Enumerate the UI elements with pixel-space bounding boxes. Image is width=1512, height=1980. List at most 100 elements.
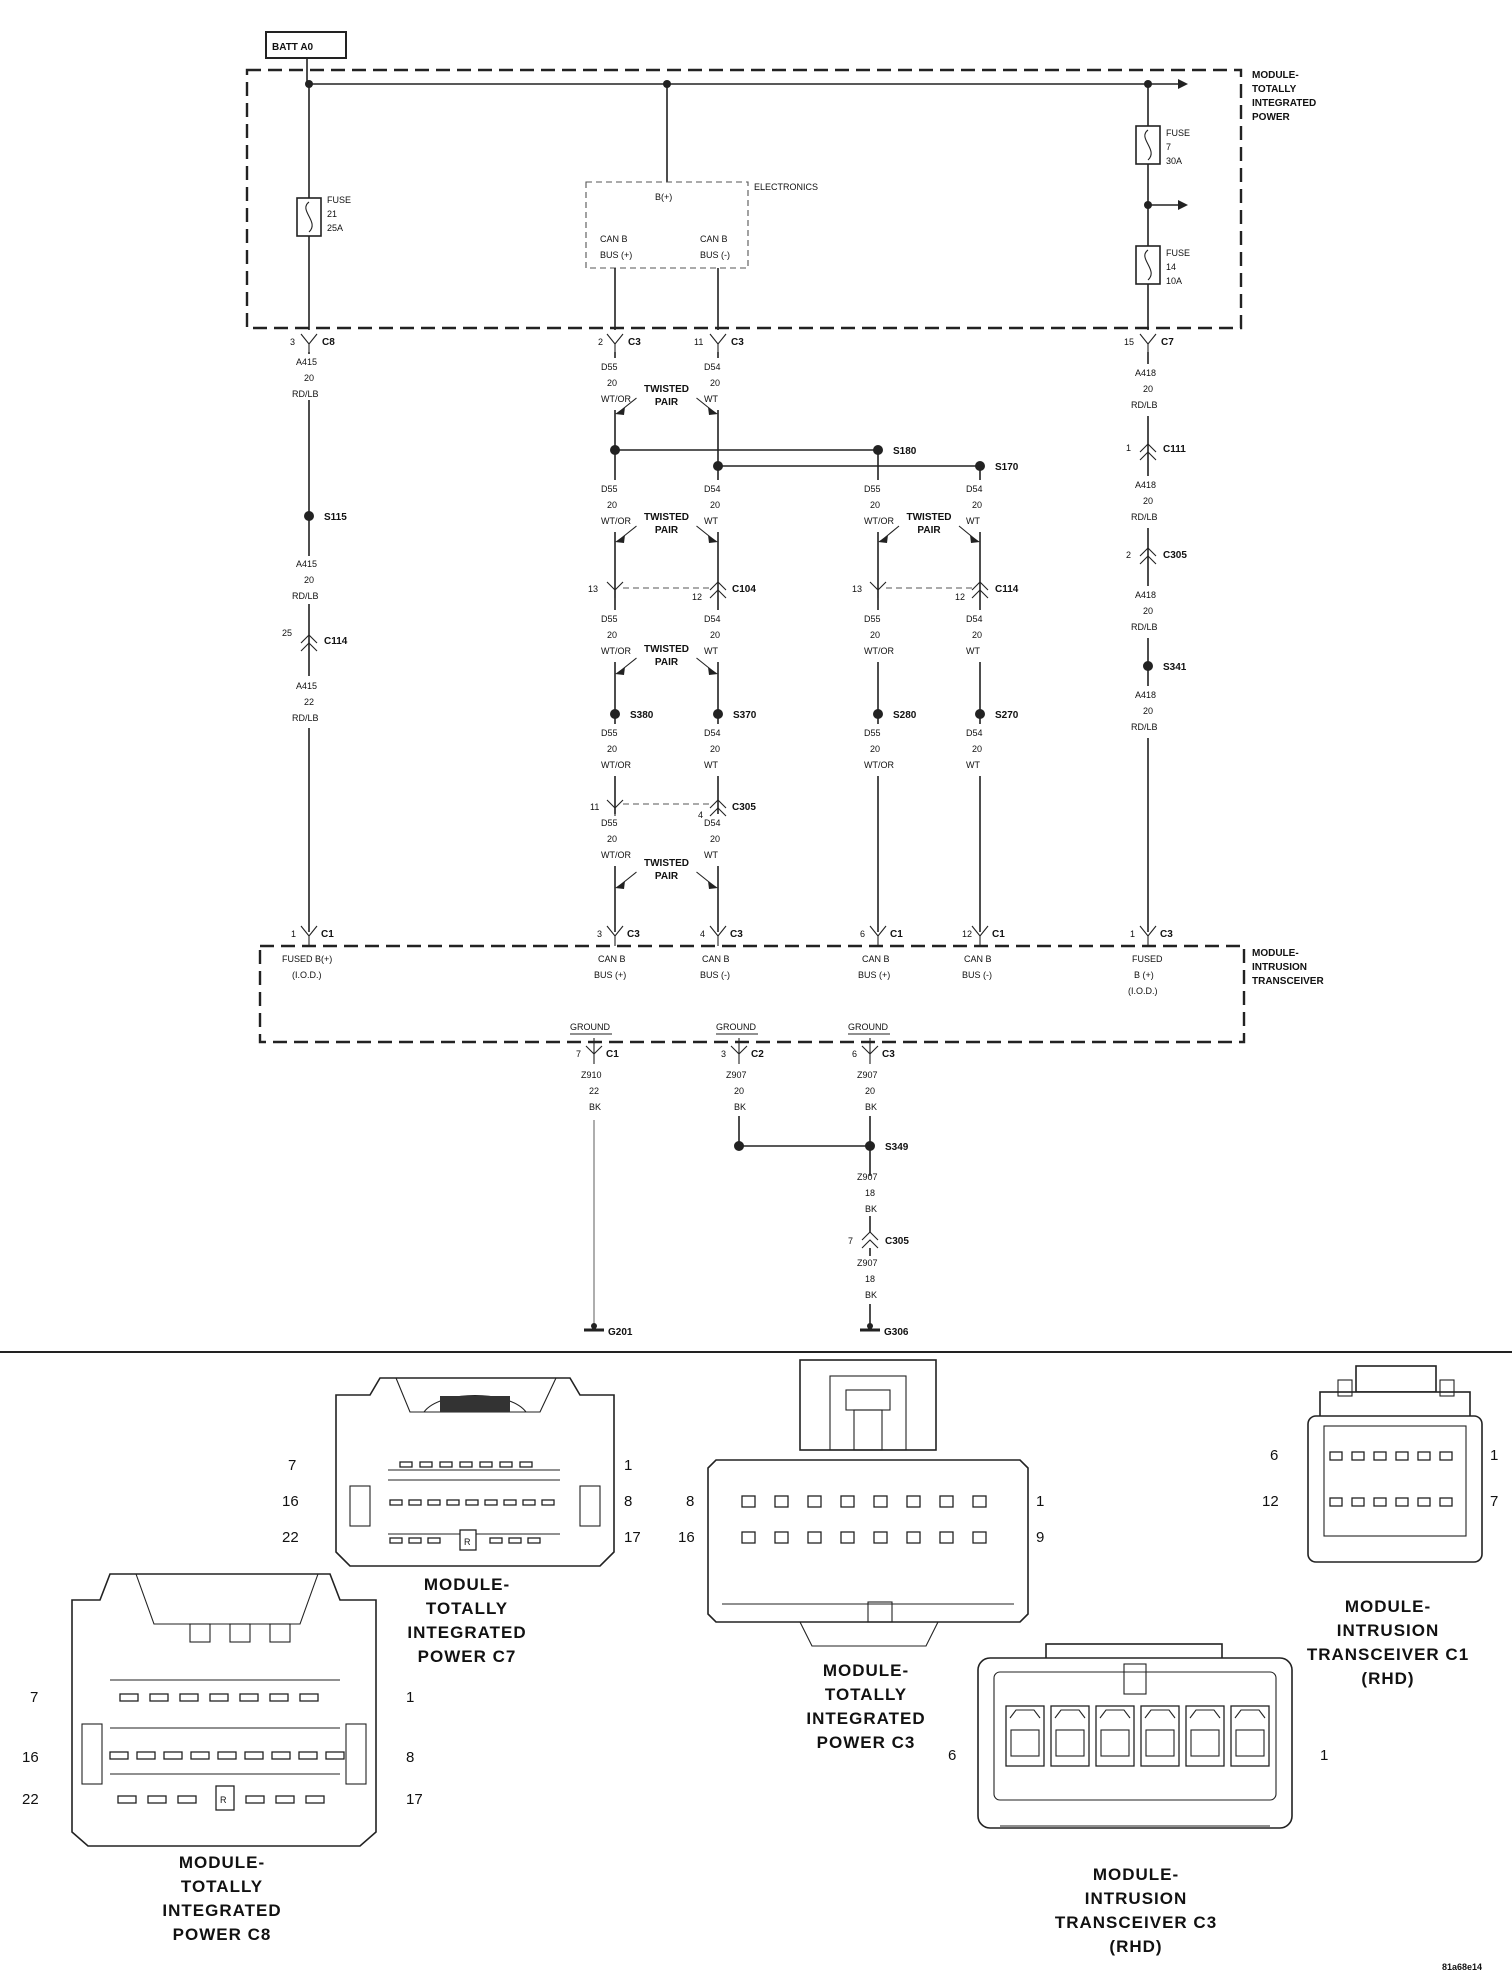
fuse-14-label: FUSE bbox=[1166, 248, 1190, 258]
pin-cavity bbox=[939, 1531, 954, 1544]
connector-view-c8: R bbox=[71, 1573, 377, 1847]
fuse-7-label: FUSE bbox=[1166, 128, 1190, 138]
splice-s115-dot bbox=[304, 511, 314, 521]
svg-text:TWISTED: TWISTED bbox=[907, 512, 952, 523]
pin-terminal bbox=[1100, 1729, 1130, 1757]
itm-module-box bbox=[258, 944, 1246, 1044]
svg-text:1: 1 bbox=[291, 929, 296, 939]
connector-c3-pin11: 11 C3 bbox=[694, 333, 744, 352]
svg-text:PAIR: PAIR bbox=[655, 397, 679, 408]
canb-minus-l2: BUS (-) bbox=[700, 250, 730, 260]
itc3-pin-1: 1 bbox=[1320, 1747, 1328, 1764]
svg-text:C305: C305 bbox=[732, 802, 756, 813]
svg-text:WT: WT bbox=[966, 516, 980, 526]
c3-pin-9: 9 bbox=[1036, 1529, 1044, 1546]
pin-cavity bbox=[459, 1461, 473, 1468]
svg-text:2: 2 bbox=[598, 337, 603, 347]
svg-text:20: 20 bbox=[710, 834, 720, 844]
svg-text:WT/OR: WT/OR bbox=[864, 516, 894, 526]
svg-text:4: 4 bbox=[698, 810, 703, 820]
svg-text:20: 20 bbox=[304, 373, 314, 383]
connector-gnd-c1: 7 C1 bbox=[576, 1038, 619, 1064]
svg-text:G306: G306 bbox=[884, 1327, 909, 1338]
svg-text:3: 3 bbox=[597, 929, 602, 939]
itm-iod: (I.O.D.) bbox=[292, 970, 322, 980]
svg-text:Z907: Z907 bbox=[726, 1070, 747, 1080]
pin-cavity bbox=[177, 1795, 197, 1804]
splice-s180: S180 bbox=[893, 446, 917, 457]
c7-pin-22: 22 bbox=[282, 1529, 299, 1546]
svg-text:20: 20 bbox=[607, 500, 617, 510]
itc1-title-3: TRANSCEIVER C1 bbox=[1307, 1645, 1469, 1664]
c3-title-4: POWER C3 bbox=[817, 1733, 916, 1752]
connector-c104: 13 12 C104 bbox=[588, 581, 756, 602]
svg-text:12: 12 bbox=[955, 592, 965, 602]
pin-cavity bbox=[389, 1537, 403, 1544]
connector-view-itm-c1 bbox=[1307, 1365, 1483, 1563]
electronics-box bbox=[585, 181, 749, 269]
svg-text:D54: D54 bbox=[704, 614, 721, 624]
svg-text:20: 20 bbox=[1143, 496, 1153, 506]
pin-cavity bbox=[741, 1531, 756, 1544]
svg-text:1: 1 bbox=[1130, 929, 1135, 939]
pin-terminal bbox=[1235, 1729, 1265, 1757]
pin-cavity bbox=[1373, 1451, 1387, 1461]
pin-cavity bbox=[465, 1499, 479, 1506]
svg-text:C114: C114 bbox=[324, 636, 348, 647]
svg-text:A415: A415 bbox=[296, 559, 317, 569]
pin-cavity bbox=[1351, 1451, 1365, 1461]
tipm-label-1: MODULE- bbox=[1252, 70, 1299, 81]
itm-canb-plus2-2: BUS (+) bbox=[858, 970, 890, 980]
pin-cavity bbox=[299, 1693, 319, 1702]
svg-text:D55: D55 bbox=[601, 728, 618, 738]
itc3-title-3: TRANSCEIVER C3 bbox=[1055, 1913, 1217, 1932]
itc1-pin-1: 1 bbox=[1490, 1447, 1498, 1464]
svg-text:A418: A418 bbox=[1135, 368, 1156, 378]
svg-text:13: 13 bbox=[852, 584, 862, 594]
pin-cavity bbox=[399, 1461, 413, 1468]
svg-text:BK: BK bbox=[734, 1102, 746, 1112]
pin-cavity bbox=[147, 1795, 167, 1804]
pin-cavity bbox=[408, 1499, 422, 1506]
wire-label-z907-b: Z907 20 BK bbox=[857, 1070, 878, 1112]
svg-text:WT: WT bbox=[966, 760, 980, 770]
svg-text:A415: A415 bbox=[296, 357, 317, 367]
svg-text:D54: D54 bbox=[966, 484, 983, 494]
pin-cavity bbox=[972, 1495, 987, 1508]
fuse-21-number: 21 bbox=[327, 209, 337, 219]
ground-g306-icon: G306 bbox=[860, 1323, 909, 1338]
splice-s270: S270 bbox=[995, 710, 1019, 721]
svg-text:20: 20 bbox=[710, 630, 720, 640]
svg-text:G201: G201 bbox=[608, 1327, 633, 1338]
c8-pin-1: 1 bbox=[406, 1689, 414, 1706]
svg-text:WT: WT bbox=[966, 646, 980, 656]
pin-cavity bbox=[136, 1751, 156, 1760]
pin-cavity bbox=[119, 1693, 139, 1702]
svg-text:3: 3 bbox=[721, 1049, 726, 1059]
pin-cavity bbox=[109, 1751, 129, 1760]
svg-text:C3: C3 bbox=[730, 929, 743, 940]
svg-text:WT/OR: WT/OR bbox=[601, 646, 631, 656]
splice-s370: S370 bbox=[733, 710, 757, 721]
pin-cavity bbox=[1329, 1451, 1343, 1461]
itc1-title-2: INTRUSION bbox=[1337, 1621, 1440, 1640]
wire-label-a418-3: A418 20 RD/LB bbox=[1125, 586, 1171, 638]
pin-cavity bbox=[503, 1499, 517, 1506]
svg-text:WT: WT bbox=[704, 646, 718, 656]
svg-text:20: 20 bbox=[972, 744, 982, 754]
svg-text:RD/LB: RD/LB bbox=[292, 591, 319, 601]
splice-s170: S170 bbox=[995, 462, 1019, 473]
svg-text:BK: BK bbox=[865, 1290, 877, 1300]
wire-label-a415-3: A415 22 RD/LB bbox=[286, 676, 332, 728]
connector-gnd-c2: 3 C2 bbox=[721, 1038, 764, 1064]
svg-text:C3: C3 bbox=[628, 337, 641, 348]
pin-cavity bbox=[149, 1693, 169, 1702]
svg-text:4: 4 bbox=[700, 929, 705, 939]
svg-text:11: 11 bbox=[694, 337, 703, 347]
